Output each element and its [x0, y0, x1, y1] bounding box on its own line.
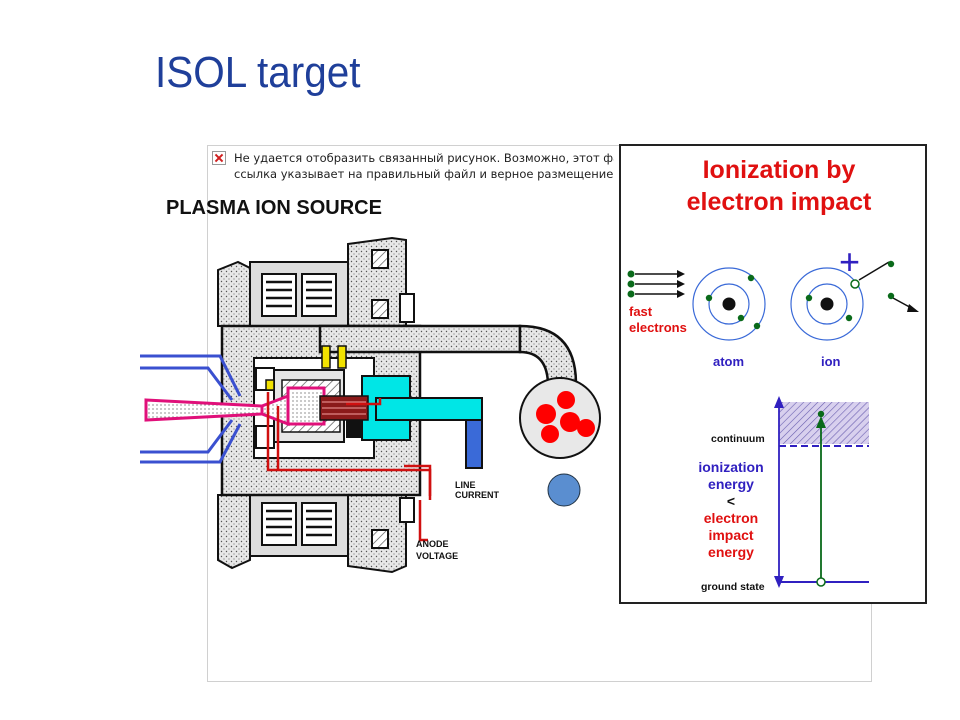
fast-electrons-label-1: fast — [629, 304, 653, 319]
ion-plus-sign: + — [839, 241, 860, 282]
fast-electrons-arrows — [627, 270, 685, 298]
energy-text-line-4: electron — [704, 510, 758, 526]
ground-state-label: ground state — [701, 581, 765, 593]
extraction-flange — [375, 397, 483, 469]
transfer-line-tube — [318, 324, 578, 396]
line-current-label-1: LINE — [455, 480, 476, 490]
energy-text-line-3: < — [727, 493, 735, 509]
line-current-label-2: CURRENT — [455, 490, 500, 500]
continuum-label: continuum — [711, 433, 765, 445]
broken-image-icon — [212, 151, 226, 165]
target-line — [144, 393, 290, 427]
broken-image-line-2: ссылка указывает на правильный файл и ве… — [234, 167, 614, 181]
energy-level-diagram — [774, 396, 869, 588]
upper-coil-housing — [217, 236, 415, 327]
atom-icon — [692, 267, 766, 341]
energy-text-line-6: energy — [708, 544, 754, 560]
fast-electrons-label-2: electrons — [629, 320, 687, 335]
anode-voltage-label-2: VOLTAGE — [416, 551, 458, 561]
ion-cluster — [519, 377, 601, 459]
atom-label: atom — [713, 354, 744, 369]
ion-icon — [790, 260, 919, 341]
blue-ball — [547, 473, 581, 507]
energy-text-line-2: energy — [708, 476, 754, 492]
entrance-blue-tubes — [140, 354, 242, 464]
slide-title: ISOL target — [155, 48, 361, 97]
plasma-ion-source-title: PLASMA ION SOURCE — [166, 197, 382, 219]
energy-text-line-1: ionization — [698, 459, 763, 475]
ionization-panel: Ionization by electron impact fast elect… — [619, 144, 927, 604]
ion-source-body — [220, 324, 422, 497]
lower-coil-housing — [217, 494, 415, 574]
red-wires — [266, 392, 432, 542]
ion-label: ion — [821, 354, 841, 369]
panel-title-line-2: electron impact — [687, 188, 872, 216]
panel-title-line-1: Ionization by — [703, 156, 856, 184]
anode-voltage-label-1: ANODE — [416, 539, 449, 549]
broken-image-line-1: Не удается отобразить связанный рисунок.… — [234, 151, 614, 165]
broken-image-notice: Не удается отобразить связанный рисунок.… — [212, 148, 614, 188]
energy-text-line-5: impact — [708, 527, 753, 543]
